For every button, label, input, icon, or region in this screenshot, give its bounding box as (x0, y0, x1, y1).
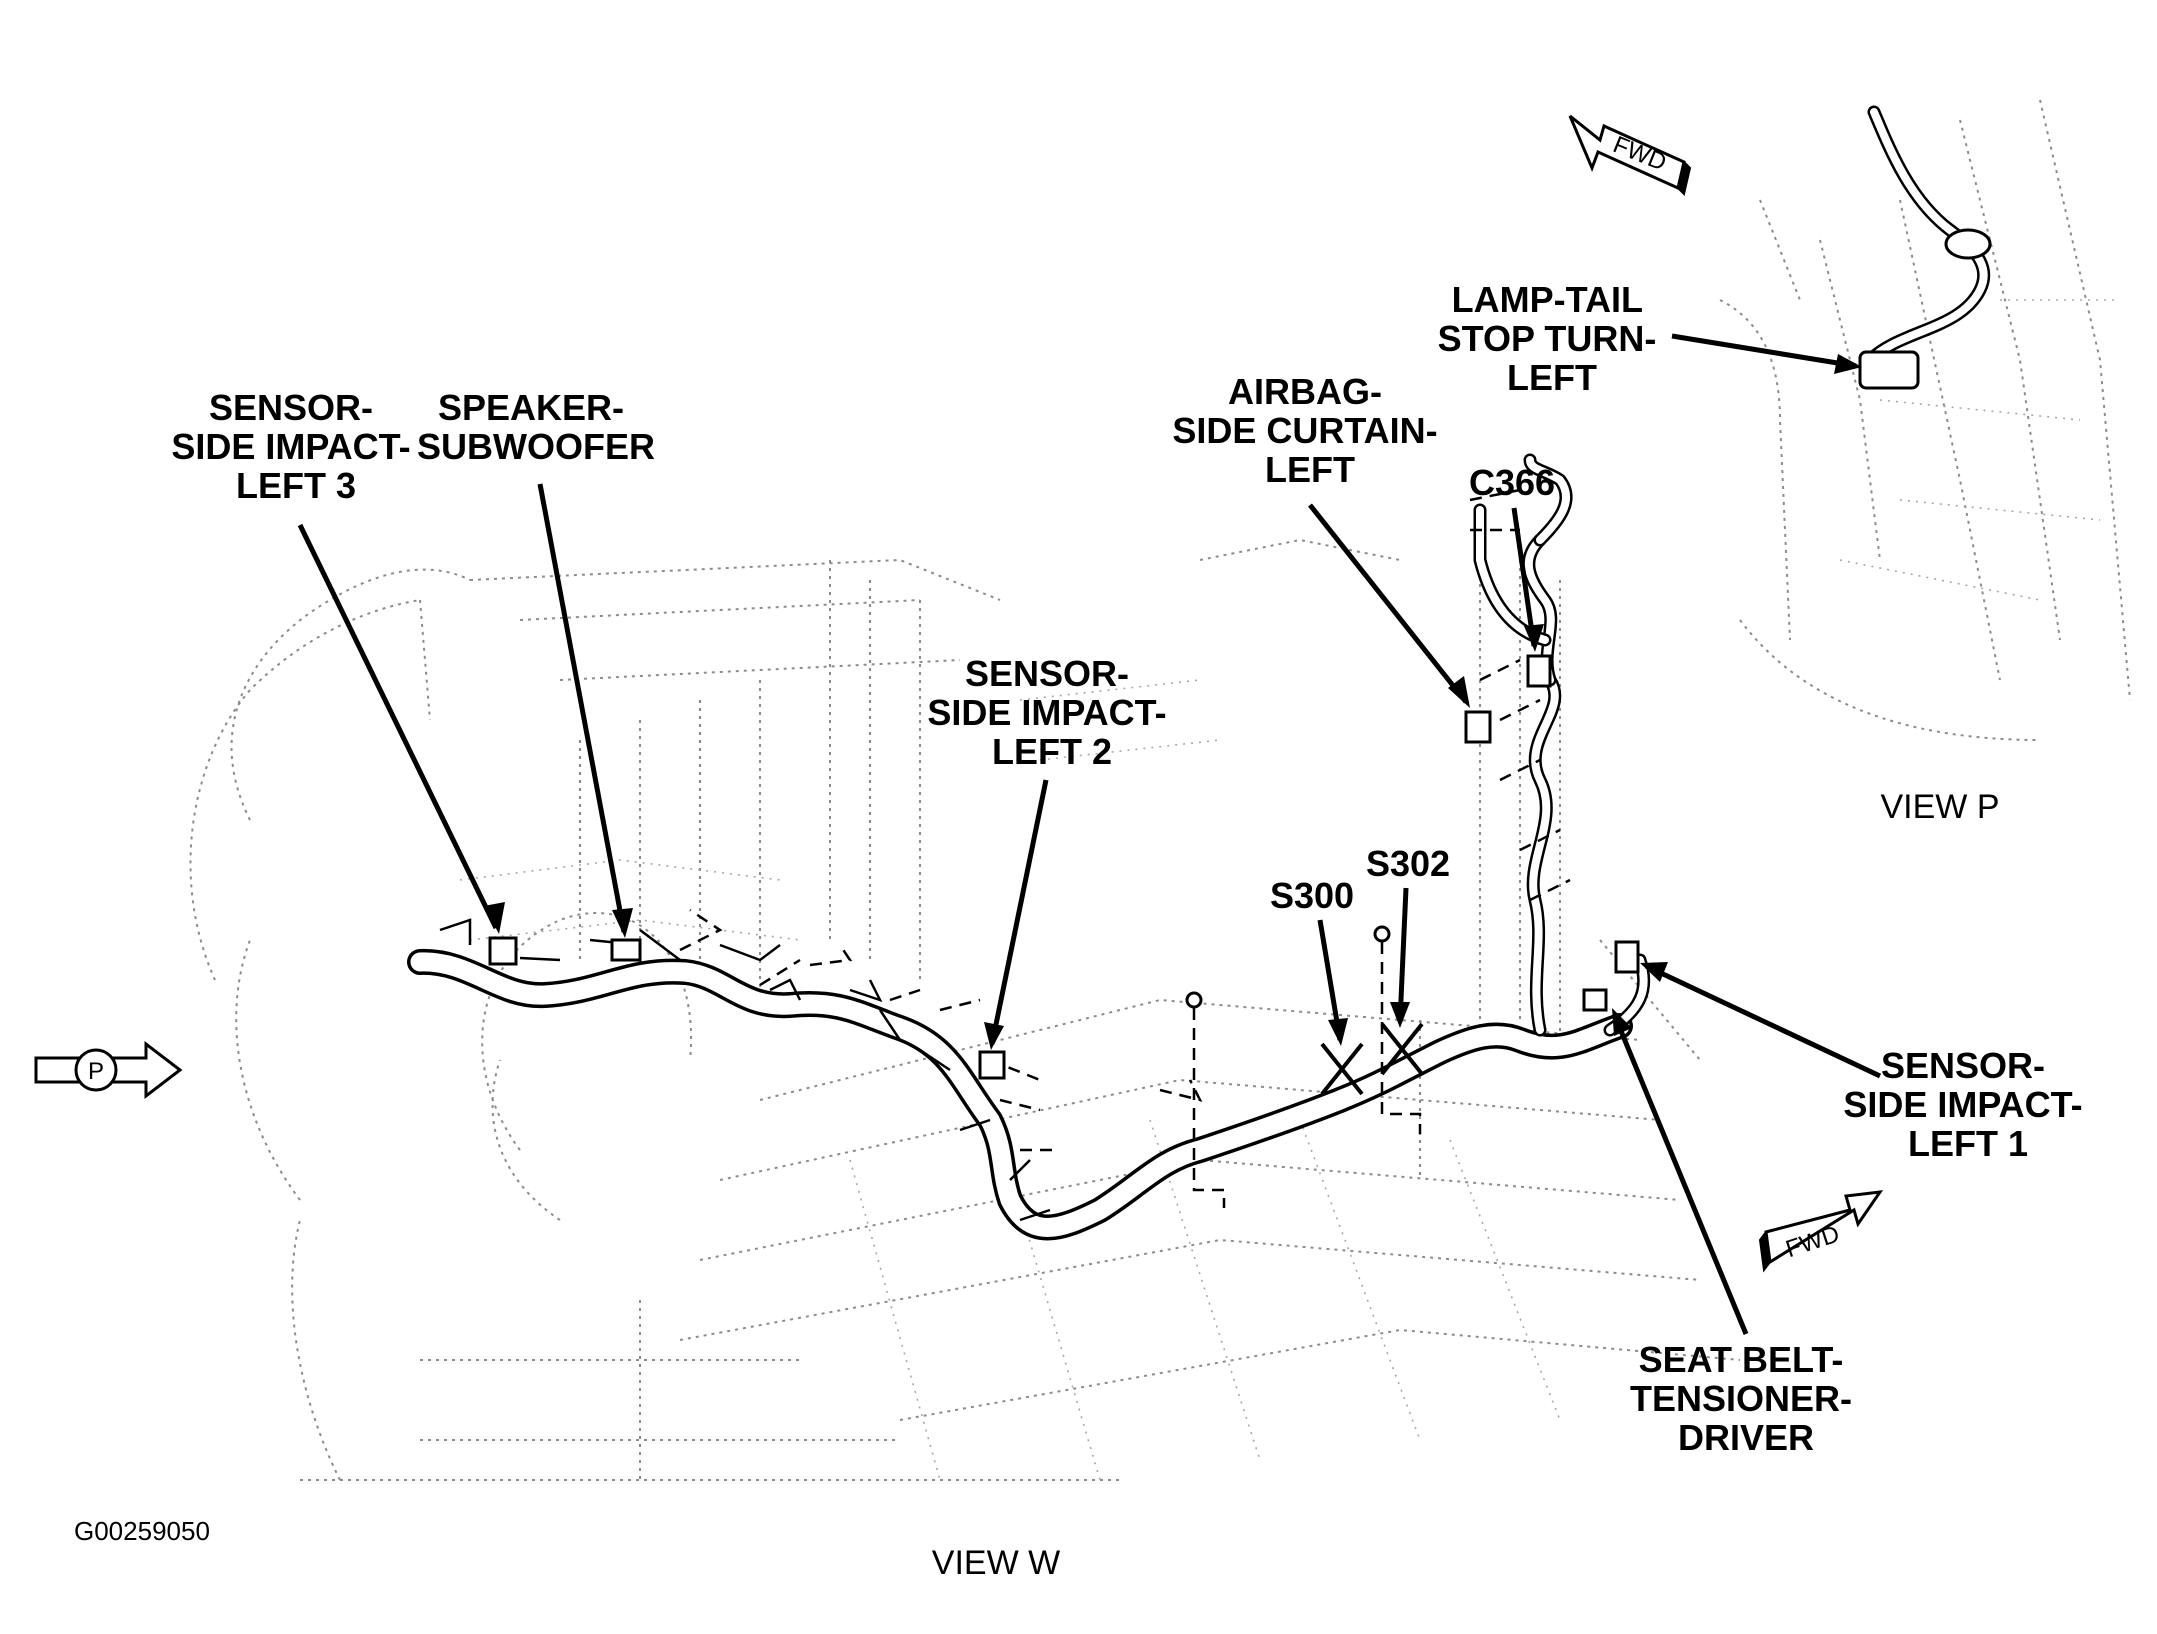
leader-lines (297, 333, 1882, 1335)
label-seatbelt-tensioner: SEAT BELT- TENSIONER- DRIVER (1630, 1339, 1862, 1458)
fasteners (1185, 925, 1422, 1208)
view-p-title: VIEW P (1880, 788, 1999, 826)
connectors (488, 654, 1640, 1080)
label-sensor-left2: SENSOR- SIDE IMPACT- LEFT 2 (927, 653, 1176, 772)
fwd-arrow-top: FWD (1568, 114, 1692, 196)
view-p-harness (1858, 105, 1992, 390)
connector-seatbelt-tensioner (1582, 988, 1608, 1012)
view-p-marker-letter: P (88, 1058, 104, 1085)
connector-speaker-subwoofer (610, 938, 642, 962)
connector-sensor-left1 (1614, 940, 1640, 974)
label-speaker-subwoofer: SPEAKER- SUBWOOFER (417, 387, 655, 467)
connector-c366 (1526, 654, 1552, 688)
label-s300: S300 (1270, 875, 1354, 916)
connector-sensor-left2 (978, 1050, 1006, 1080)
connector-lamp-tail (1858, 350, 1920, 390)
fwd-arrow-icon (1764, 1190, 1884, 1265)
label-sensor-left3: SENSOR- SIDE IMPACT- LEFT 3 (171, 387, 420, 506)
connector-airbag-curtain (1464, 710, 1492, 744)
connector-sensor-left3 (488, 936, 518, 966)
view-w-title: VIEW W (932, 1544, 1060, 1582)
vehicle-body-background (189, 538, 1741, 1481)
arrow-heads (484, 354, 1862, 1050)
splice-s300-mark (1320, 1042, 1364, 1096)
label-c366: C366 (1469, 462, 1555, 503)
view-p-arrow: P (34, 1040, 183, 1100)
component-labels: SENSOR- SIDE IMPACT- LEFT 3 SPEAKER- SUB… (171, 279, 2092, 1458)
splice-marks (1320, 1022, 1424, 1096)
label-sensor-left1: SENSOR- SIDE IMPACT- LEFT 1 (1843, 1045, 2092, 1164)
label-lamp-tail: LAMP-TAIL STOP TURN- LEFT (1438, 279, 1667, 398)
fwd-arrow-bottom: FWD (1758, 1190, 1884, 1273)
figure-code: G00259050 (74, 1516, 210, 1546)
label-airbag-side-curtain: AIRBAG- SIDE CURTAIN- LEFT (1172, 371, 1447, 490)
harness-clips (439, 908, 1203, 1222)
splice-s302-mark (1380, 1022, 1424, 1076)
view-titles: VIEW P VIEW W G00259050 (74, 788, 2000, 1582)
view-p-background (1719, 99, 2131, 741)
label-s302: S302 (1366, 843, 1450, 884)
